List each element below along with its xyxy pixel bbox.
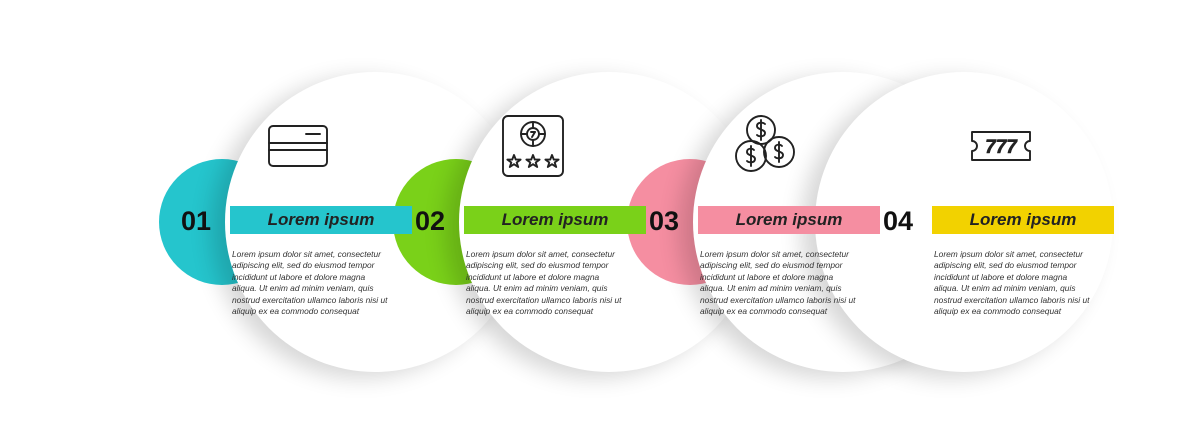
- step-2-title: Lorem ipsum: [501, 210, 609, 229]
- step-4-title-bar: Lorem ipsum: [932, 206, 1114, 234]
- step-3-number: 03: [649, 206, 680, 236]
- background-disc-0: [0, 72, 180, 372]
- step-1-number: 01: [181, 206, 212, 236]
- casino-chip-rating-icon: [501, 114, 565, 178]
- slot-777-ticket-icon: 777: [969, 114, 1033, 178]
- step-1-title: Lorem ipsum: [267, 210, 375, 229]
- step-4-number: 04: [883, 206, 914, 236]
- step-1-description: Lorem ipsum dolor sit amet, consectetur …: [232, 249, 388, 317]
- slot-digits: 777: [985, 137, 1018, 158]
- step-2-description: Lorem ipsum dolor sit amet, consectetur …: [466, 249, 622, 317]
- step-3-title-bar: Lorem ipsum: [698, 206, 880, 234]
- credit-card-icon: [266, 114, 330, 178]
- dollar-coins-icon: [735, 114, 799, 178]
- step-1-title-bar: Lorem ipsum: [230, 206, 412, 234]
- step-2-title-bar: Lorem ipsum: [464, 206, 646, 234]
- step-4-description: Lorem ipsum dolor sit amet, consectetur …: [934, 249, 1090, 317]
- step-3-title: Lorem ipsum: [735, 210, 843, 229]
- step-3-description: Lorem ipsum dolor sit amet, consectetur …: [700, 249, 856, 317]
- step-2-number: 02: [415, 206, 446, 236]
- step-4-title: Lorem ipsum: [969, 210, 1077, 229]
